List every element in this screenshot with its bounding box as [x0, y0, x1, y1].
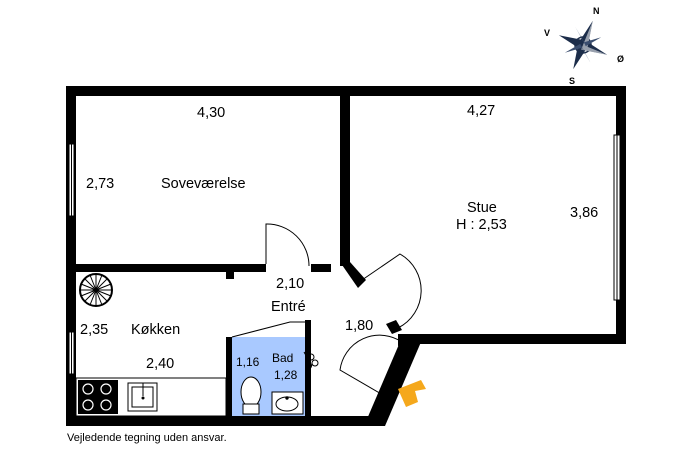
compass-rose-icon [558, 20, 608, 70]
stove-burner-icon [82, 383, 94, 395]
windows [68, 134, 621, 375]
bath-dim-b: 1,28 [274, 368, 298, 382]
living-height: H : 2,53 [456, 217, 507, 233]
bedroom-depth: 2,73 [86, 176, 115, 192]
door-swings [231, 223, 422, 396]
living-depth: 3,86 [570, 205, 599, 221]
compass-e: Ø [617, 54, 624, 64]
bath-name: Bad [272, 351, 294, 365]
compass-w: V [544, 28, 550, 38]
entrance-arrow-icon [398, 380, 426, 407]
shower-head-icon [303, 351, 319, 369]
kitchen-width: 2,40 [146, 356, 175, 372]
entry-dim2: 1,80 [345, 318, 374, 334]
disclaimer-text: Vejledende tegning uden ansvar. [67, 432, 227, 444]
bath-dim-a: 1,16 [236, 355, 260, 369]
toilet-icon [240, 376, 262, 415]
bedroom-name: Soveværelse [161, 176, 246, 192]
stove-burner-icon [82, 399, 94, 411]
kitchen-counter [75, 377, 227, 417]
stove-burner-icon [100, 383, 112, 395]
walls [66, 86, 626, 426]
entry-name: Entré [271, 299, 306, 315]
entry-dim: 2,10 [276, 276, 305, 292]
stove-burner-icon [100, 399, 112, 411]
bedroom-width: 4,30 [197, 105, 226, 121]
living-name: Stue [467, 200, 497, 216]
living-width: 4,27 [467, 103, 496, 119]
kitchen-depth: 2,35 [80, 322, 109, 338]
compass-n: N [593, 6, 600, 16]
ventilation-fan-icon [79, 273, 113, 307]
washbasin-icon [271, 391, 304, 415]
compass-s: S [569, 76, 575, 86]
kitchen-name: Køkken [131, 322, 181, 338]
